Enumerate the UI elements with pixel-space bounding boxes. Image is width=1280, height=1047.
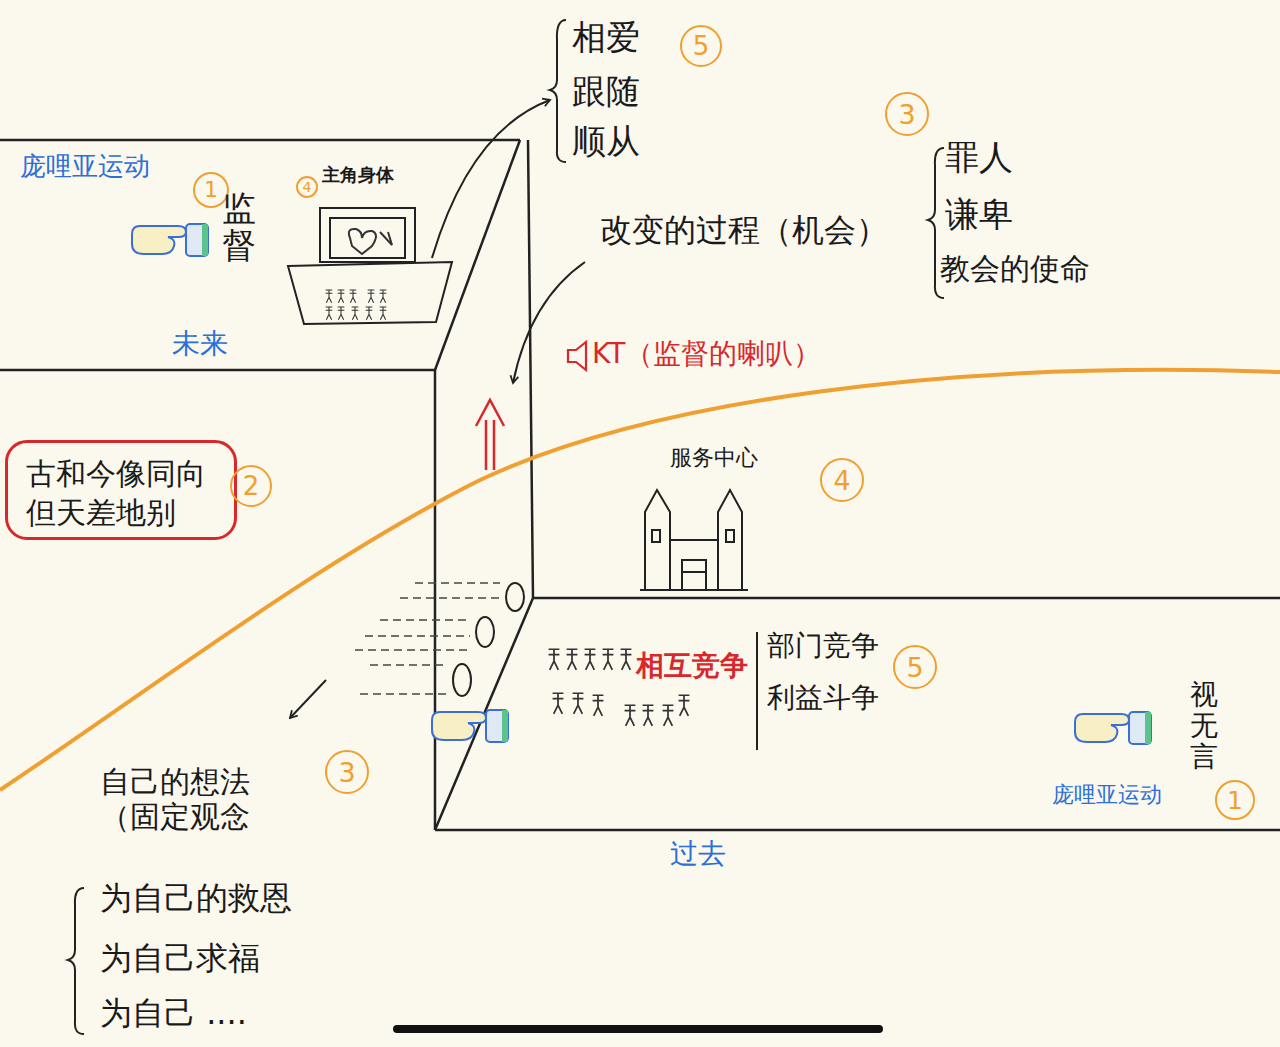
- speaker-icon: [568, 342, 586, 370]
- note-text: 相爱: [572, 18, 640, 57]
- pointing-hand: [132, 224, 208, 256]
- note-text: 顺从: [572, 122, 640, 161]
- note-text: 过去: [670, 838, 726, 870]
- up-arrow: [476, 400, 504, 470]
- note-text: 改变的过程（机会）: [600, 212, 888, 249]
- church-drawing: [640, 490, 748, 590]
- note-text: 部门竞争: [767, 630, 879, 662]
- motion-tubes: [453, 583, 524, 696]
- vertical-text: 监督: [222, 190, 256, 265]
- note-text: 自己的想法 （固定观念: [100, 765, 285, 834]
- callout-number: 3: [325, 750, 369, 794]
- note-text: 为自己的救恩: [100, 880, 292, 917]
- callout-number: 5: [893, 645, 937, 689]
- note-text: KT（监督的喇叭）: [592, 338, 821, 370]
- note-text: 主角身体: [322, 165, 394, 186]
- note-text: 罪人: [945, 138, 1013, 177]
- bracket: [68, 20, 944, 1034]
- note-text: 服务中心: [670, 445, 758, 470]
- note-text: 庞哩亚运动: [1052, 782, 1162, 807]
- note-text: 利益斗争: [767, 682, 879, 714]
- callout-number: 3: [885, 92, 929, 136]
- callout-number: 4: [820, 458, 864, 502]
- pointing-hand: [432, 710, 508, 742]
- note-text: 谦卑: [945, 195, 1013, 234]
- highlight-box: 古和今像同向 但天差地别: [5, 440, 237, 540]
- trend-curve: [0, 370, 1280, 790]
- box-text: 古和今像同向 但天差地别: [26, 454, 222, 532]
- note-text: 教会的使命: [940, 252, 1090, 287]
- home-indicator: [393, 1025, 883, 1033]
- note-text: 相互竞争: [636, 650, 748, 682]
- callout-number: 1: [1215, 780, 1255, 820]
- callout-number: 5: [680, 25, 722, 67]
- arrow: [290, 680, 326, 718]
- note-text: 为自己 ....: [100, 995, 247, 1032]
- ark-drawing: [288, 208, 452, 324]
- arrow: [513, 262, 585, 383]
- callout-number: 4: [296, 176, 318, 198]
- note-text: 跟随: [572, 72, 640, 111]
- note-text: 庞哩亚运动: [20, 152, 150, 182]
- vertical-text: 视无言: [1190, 680, 1218, 772]
- speed-lines: [355, 583, 500, 694]
- callout-number: 2: [230, 465, 272, 507]
- note-text: 未来: [172, 328, 228, 360]
- note-text: 为自己求福: [100, 940, 260, 977]
- pointing-hand: [1075, 712, 1151, 744]
- arrow: [432, 100, 550, 258]
- room-lines: [0, 140, 1280, 830]
